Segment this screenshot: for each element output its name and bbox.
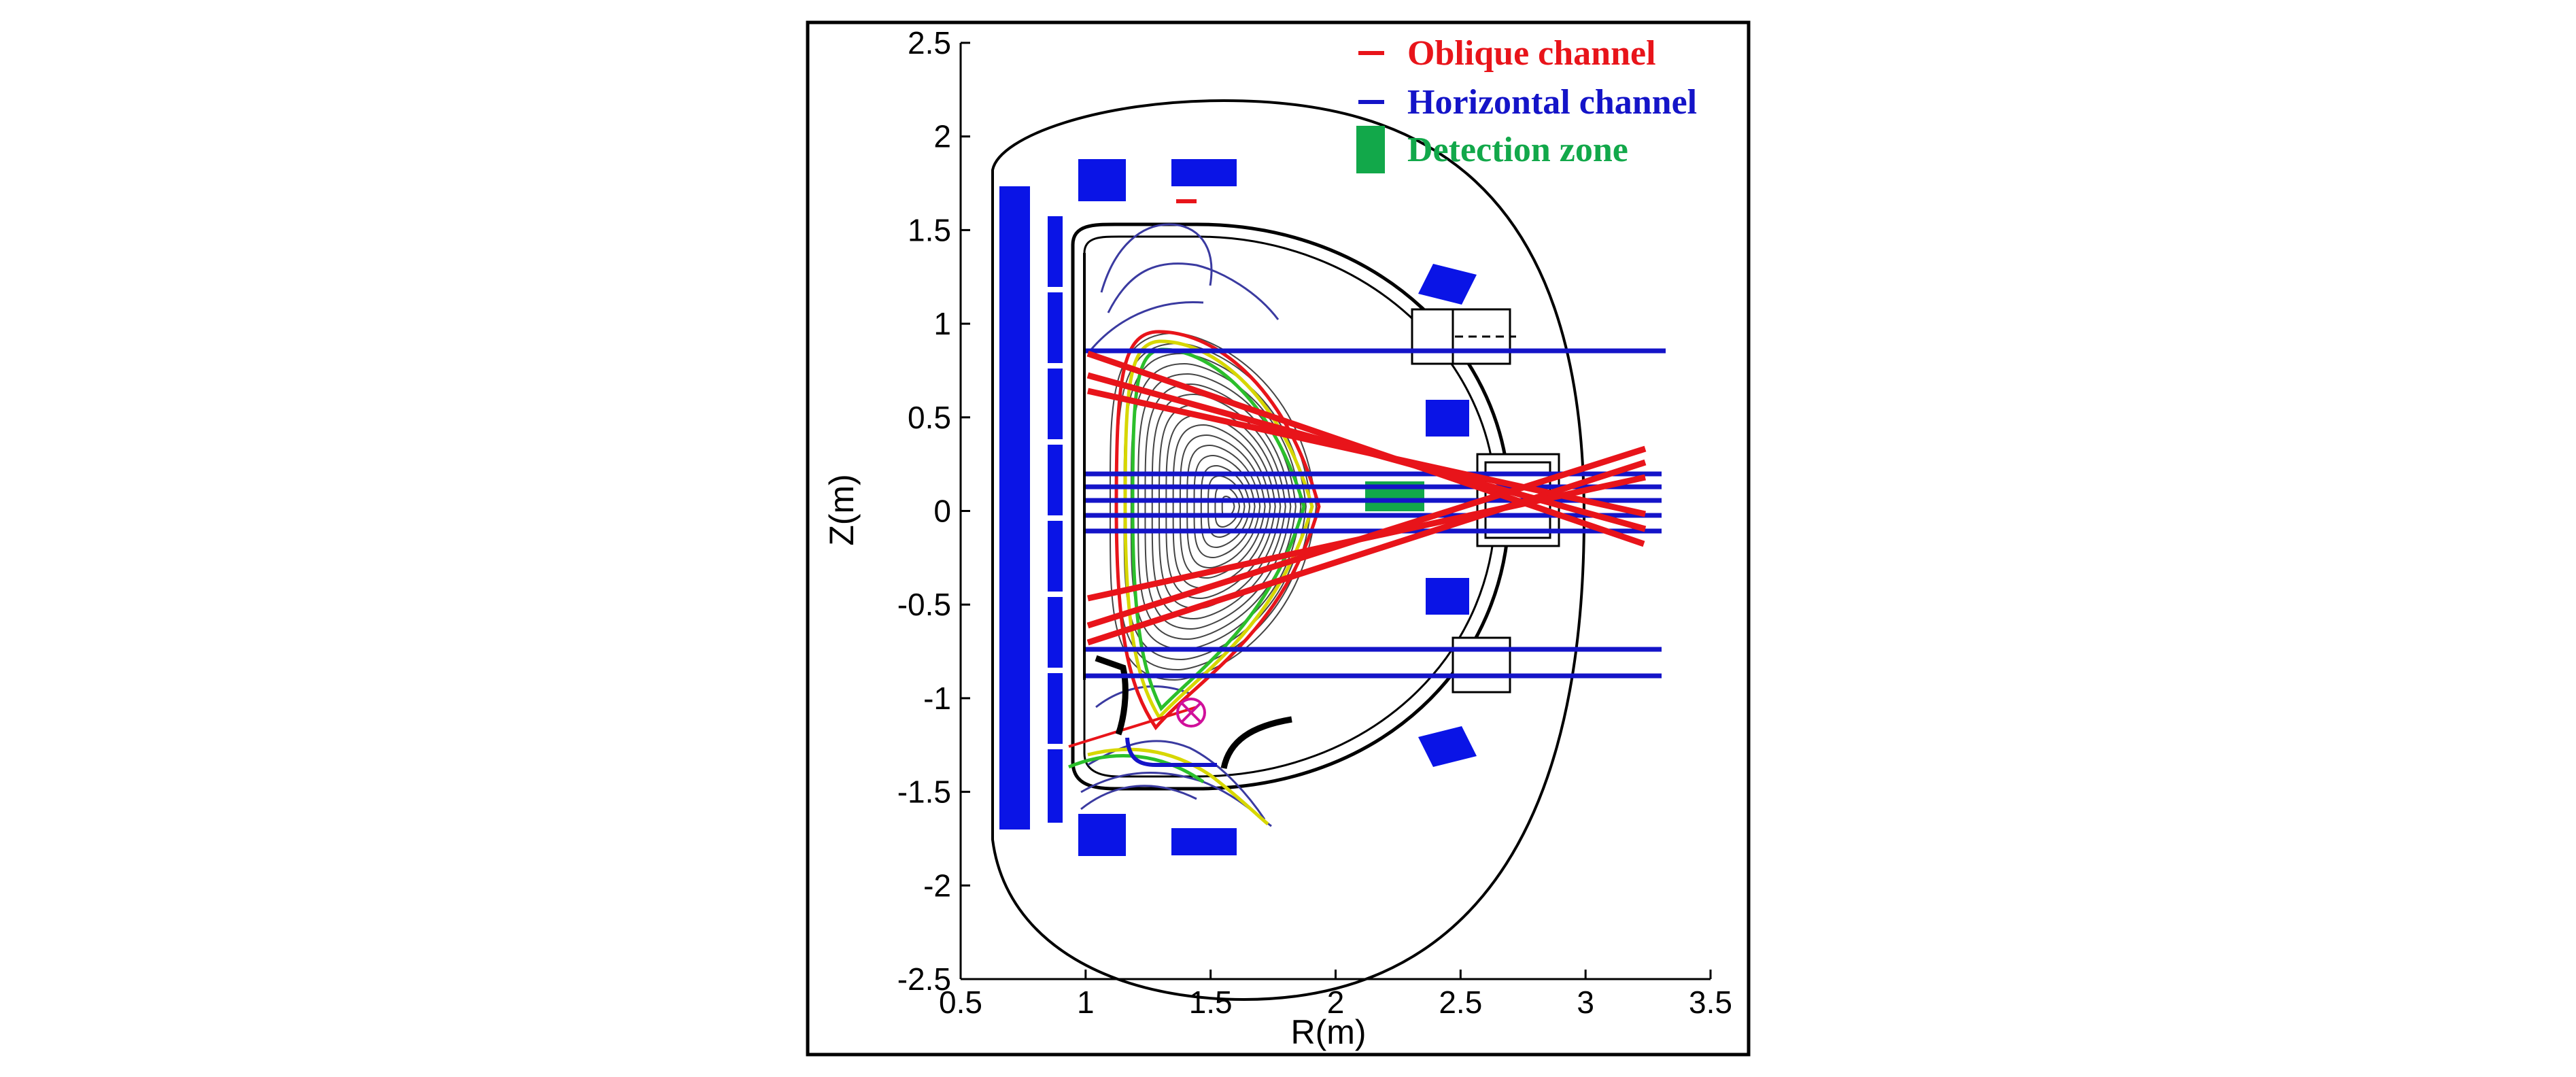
outer-coil-2 xyxy=(1426,578,1469,615)
inner-coil-6 xyxy=(1048,597,1063,668)
y-tick-label: -2 xyxy=(923,868,951,903)
x-tick-label: 2.5 xyxy=(1439,985,1482,1020)
poloidal-field-coils xyxy=(999,159,1477,856)
top-coil-2 xyxy=(1171,159,1237,186)
y-tick-label: -2.5 xyxy=(897,961,951,997)
y-tick-label: 2 xyxy=(933,119,951,154)
y-tick-label: -1 xyxy=(923,681,951,716)
x-axis-label: R(m) xyxy=(1290,1013,1366,1051)
inner-coil-4 xyxy=(1048,445,1063,515)
top-small-marker xyxy=(1176,199,1197,203)
y-tick-label: 2.5 xyxy=(908,25,951,61)
flux-surface xyxy=(1179,434,1266,579)
divertor-plate-left xyxy=(1095,655,1129,736)
upper-port-frame xyxy=(1411,308,1461,365)
divertor-flux-1 xyxy=(1087,740,1266,820)
oblique-channel-5 xyxy=(1086,459,1647,646)
divertor-yellow xyxy=(1087,747,1269,825)
outer-coil-upper-tilted xyxy=(1418,264,1477,305)
divertor-red-leg xyxy=(1068,706,1197,748)
legend: Oblique channel Horizontal channel Detec… xyxy=(1356,34,1697,173)
axes: 0.5 1 1.5 2 2.5 3 3.5 2.5 2 1.5 1 0.5 0 -0.5 -1 -1.5 -2… xyxy=(823,25,1732,1051)
divertor-plate-right xyxy=(1220,716,1292,770)
flux-surface xyxy=(1200,464,1251,549)
x-tick-label: 0.5 xyxy=(939,985,982,1020)
y-tick-label: 1.5 xyxy=(908,212,951,247)
top-coil-1 xyxy=(1078,159,1126,201)
outer-coil-lower-tilted xyxy=(1418,726,1477,767)
inner-coil-8 xyxy=(1048,749,1063,823)
inner-coil-2 xyxy=(1048,292,1063,363)
legend-label-detection: Detection zone xyxy=(1407,131,1628,169)
x-tick-label: 1.5 xyxy=(1189,985,1233,1020)
x-tick-label: 3 xyxy=(1577,985,1594,1020)
y-tick-label: -0.5 xyxy=(897,587,951,622)
x-tick-label: 1 xyxy=(1077,985,1095,1020)
x-tick-label: 3.5 xyxy=(1689,985,1732,1020)
lower-port xyxy=(1452,636,1511,694)
open-field-line xyxy=(1095,685,1190,708)
separatrix-green xyxy=(1131,347,1306,712)
legend-label-oblique: Oblique channel xyxy=(1407,34,1656,73)
divertor-green xyxy=(1068,754,1205,784)
y-tick-label: 1 xyxy=(933,306,951,341)
y-ticks: 2.5 2 1.5 1 0.5 0 -0.5 -1 -1.5 -2 -2.5 xyxy=(897,25,970,997)
y-axis-label: Z(m) xyxy=(823,474,861,546)
x-point-marker xyxy=(1176,698,1206,728)
open-field-line xyxy=(1100,223,1213,293)
flux-surface xyxy=(1186,444,1261,569)
legend-label-horizontal: Horizontal channel xyxy=(1407,83,1697,122)
inner-coil-5 xyxy=(1048,521,1063,592)
legend-swatch-detection xyxy=(1356,126,1385,173)
figure-frame xyxy=(806,20,1751,1057)
open-field-line xyxy=(1107,262,1280,320)
inner-coil-1 xyxy=(1048,216,1063,287)
separatrix-yellow xyxy=(1123,339,1314,721)
flux-surface xyxy=(1137,373,1296,640)
flux-surface xyxy=(1193,454,1256,559)
flux-surface xyxy=(1151,393,1286,620)
flux-surface xyxy=(1207,475,1246,538)
cryostat-outline xyxy=(991,99,1586,1002)
open-field-line xyxy=(1080,785,1197,810)
y-tick-label: 0.5 xyxy=(908,400,951,435)
inner-coil-3 xyxy=(1048,369,1063,439)
inner-coil-7 xyxy=(1048,673,1063,744)
x-point-cross-b xyxy=(1180,702,1202,723)
bottom-coil-1 xyxy=(1078,814,1126,856)
oblique-channel-6 xyxy=(1087,474,1646,602)
bottom-coil-2 xyxy=(1171,828,1237,855)
y-tick-label: 0 xyxy=(933,494,951,529)
flux-surface xyxy=(1144,383,1292,630)
divertor-plate-blue xyxy=(1125,737,1217,767)
outer-coil-1 xyxy=(1426,400,1469,437)
central-solenoid xyxy=(999,186,1030,830)
divertor-lines xyxy=(1068,655,1292,827)
open-field-line xyxy=(1086,301,1204,354)
oblique-channel-1 xyxy=(1086,350,1645,547)
oblique-channels xyxy=(1086,350,1647,646)
y-tick-label: -1.5 xyxy=(897,774,951,810)
